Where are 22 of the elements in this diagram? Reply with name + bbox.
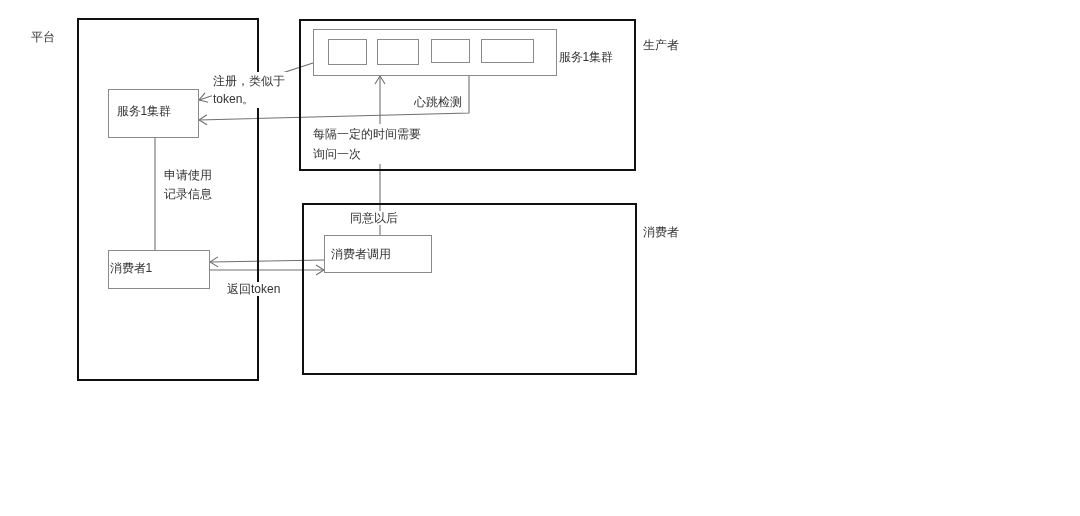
box-label: 服务1集群	[116, 103, 172, 118]
arrow	[209, 256, 325, 268]
frame-title: 平台	[30, 29, 55, 44]
process-box	[107, 249, 210, 289]
frame-title: 生产者	[642, 37, 679, 52]
box-label: 消费者调用	[330, 246, 391, 261]
arrow	[198, 75, 470, 126]
edge-label: 同意以后	[349, 211, 399, 225]
instance-box	[480, 38, 534, 63]
connector-line	[154, 137, 156, 251]
frame-title: 消费者	[642, 224, 679, 239]
arrow	[209, 264, 325, 276]
edge-label: 返回token	[226, 282, 282, 296]
instance-box	[376, 38, 419, 65]
instance-box	[430, 38, 470, 63]
edge-label: 心跳检测	[413, 95, 463, 109]
process-box	[107, 88, 199, 138]
process-box	[323, 234, 432, 273]
edge-label: 注册，类似于token。	[212, 72, 290, 108]
frame-title: 服务1集群	[558, 49, 614, 64]
box-label: 消费者1	[109, 260, 153, 275]
instance-box	[327, 38, 367, 65]
